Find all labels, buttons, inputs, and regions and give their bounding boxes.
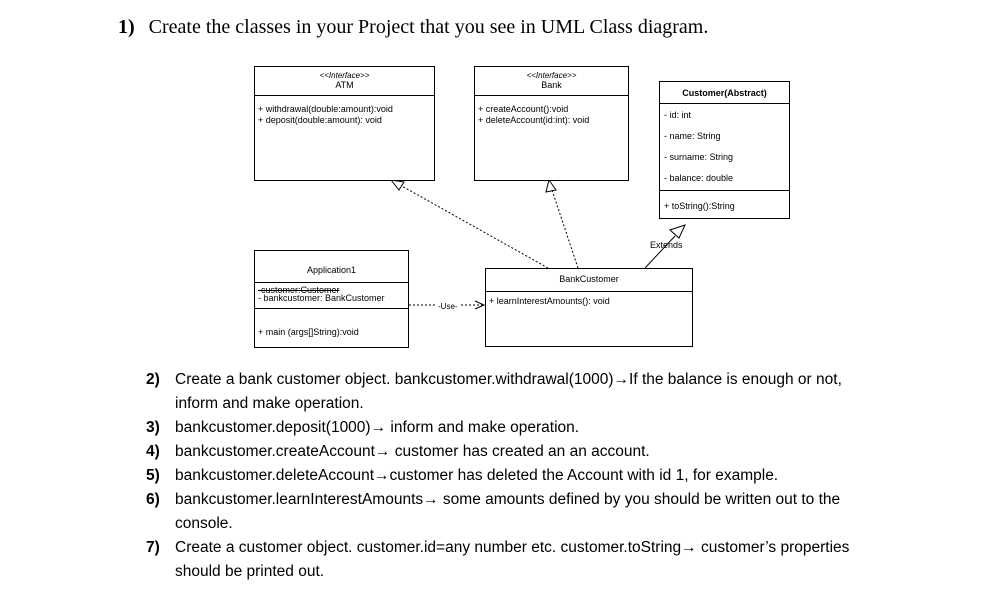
extends-label: Extends: [650, 240, 683, 250]
realization-atm-arrowhead: [389, 179, 405, 191]
application-field: - bankcustomer: BankCustomer: [258, 293, 385, 303]
customer-method: + toString():String: [664, 201, 735, 211]
task-item: 2) Create a bank customer object. bankcu…: [146, 368, 886, 416]
task-text: bankcustomer.deposit(1000)→ inform and m…: [175, 419, 580, 436]
realization-atm-line: [399, 184, 549, 269]
application-name: Application1: [306, 265, 357, 275]
use-label: -Use-: [437, 301, 459, 312]
customer-name: Customer(Abstract): [682, 88, 767, 98]
application-field: -customer:Customer: [258, 285, 340, 295]
task-number: 2): [146, 371, 160, 388]
task-number: 6): [146, 491, 160, 508]
task-number: 7): [146, 539, 160, 556]
bankcustomer-class-box: BankCustomer + learnInterestAmounts(): v…: [485, 268, 693, 347]
task-text: Create a customer object. customer.id=an…: [175, 539, 850, 580]
atm-method: + withdrawal(double:amount):void: [258, 104, 393, 114]
task-item: 7) Create a customer object. customer.id…: [146, 536, 886, 584]
task-text: bankcustomer.deleteAccount→customer has …: [175, 467, 779, 484]
customer-field: - id: int: [664, 110, 692, 120]
application-class-box: Application1 -customer:Customer - bankcu…: [254, 250, 409, 348]
section-heading: 1) Create the classes in your Project tha…: [118, 16, 708, 39]
task-list: 2) Create a bank customer object. bankcu…: [146, 368, 886, 584]
task-item: 6) bankcustomer.learnInterestAmounts→ so…: [146, 488, 886, 536]
atm-method: + deposit(double:amount): void: [258, 115, 382, 125]
extends-line: [644, 235, 676, 269]
application-method: + main (args[]String):void: [258, 327, 359, 337]
task-number: 4): [146, 443, 160, 460]
task-item: 3) bankcustomer.deposit(1000)→ inform an…: [146, 416, 886, 440]
bankcustomer-name: BankCustomer: [559, 274, 619, 284]
task-number: 3): [146, 419, 160, 436]
extends-arrowhead: [669, 224, 686, 239]
realization-bank-line: [551, 189, 579, 269]
task-text: bankcustomer.createAccount→ customer has…: [175, 443, 650, 460]
task-number: 5): [146, 467, 160, 484]
use-arrowhead: [474, 300, 486, 310]
heading-number: 1): [118, 16, 135, 38]
task-text: bankcustomer.learnInterestAmounts→ some …: [175, 491, 841, 532]
bank-interface-box: <<Interface>> Bank + createAccount():voi…: [474, 66, 629, 181]
bank-method: + deleteAccount(id:int): void: [478, 115, 590, 125]
customer-class-box: Customer(Abstract) - id: int - name: Str…: [659, 81, 790, 219]
bank-stereotype: <<Interface>>: [526, 71, 577, 80]
realization-bank-arrowhead: [545, 178, 557, 193]
bank-method: + createAccount():void: [478, 104, 569, 114]
task-text: Create a bank customer object. bankcusto…: [175, 371, 842, 412]
customer-field: - name: String: [664, 131, 721, 141]
heading-text: Create the classes in your Project that …: [148, 16, 709, 38]
customer-field: - balance: double: [664, 173, 734, 183]
task-item: 5) bankcustomer.deleteAccount→customer h…: [146, 464, 886, 488]
bank-name: Bank: [541, 80, 562, 90]
atm-name: ATM: [335, 80, 354, 90]
customer-field: - surname: String: [664, 152, 734, 162]
atm-stereotype: <<Interface>>: [319, 71, 370, 80]
bankcustomer-method: + learnInterestAmounts(): void: [489, 296, 610, 306]
atm-interface-box: <<Interface>> ATM + withdrawal(double:am…: [254, 66, 435, 181]
task-item: 4) bankcustomer.createAccount→ customer …: [146, 440, 886, 464]
